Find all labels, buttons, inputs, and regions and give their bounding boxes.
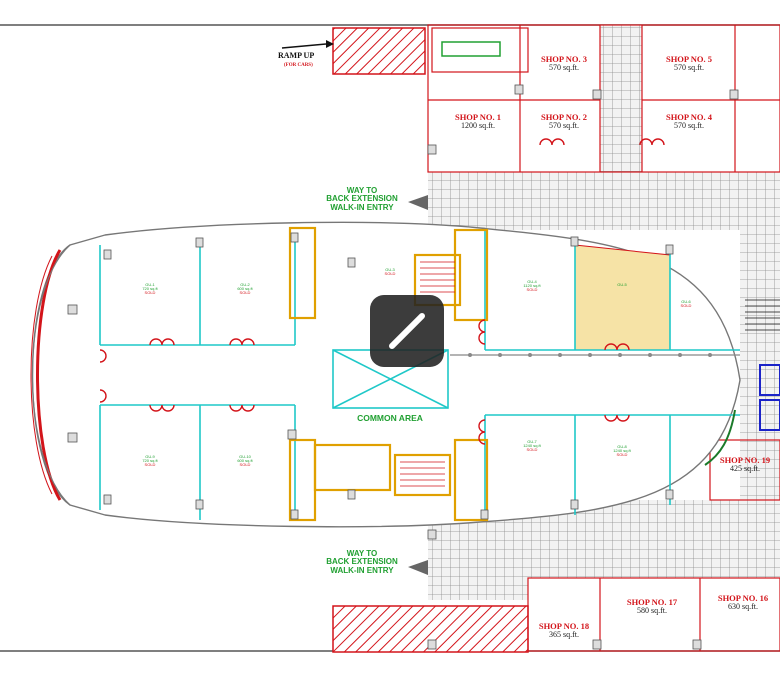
ramp-up-sublabel: (FOR CARS) xyxy=(284,63,313,68)
building-outline xyxy=(31,221,741,528)
edit-button[interactable] xyxy=(370,295,444,367)
walkway-grid-top xyxy=(428,172,780,230)
pencil-icon xyxy=(389,313,425,349)
ramp-top xyxy=(332,27,426,75)
common-area-label: COMMON AREA xyxy=(357,413,423,423)
walkway-grid-vertical xyxy=(600,25,642,185)
ramp-up-label: RAMP UP xyxy=(278,51,315,60)
unit-gu-5: GU-5 xyxy=(617,282,627,287)
highlighted-unit xyxy=(574,244,671,351)
